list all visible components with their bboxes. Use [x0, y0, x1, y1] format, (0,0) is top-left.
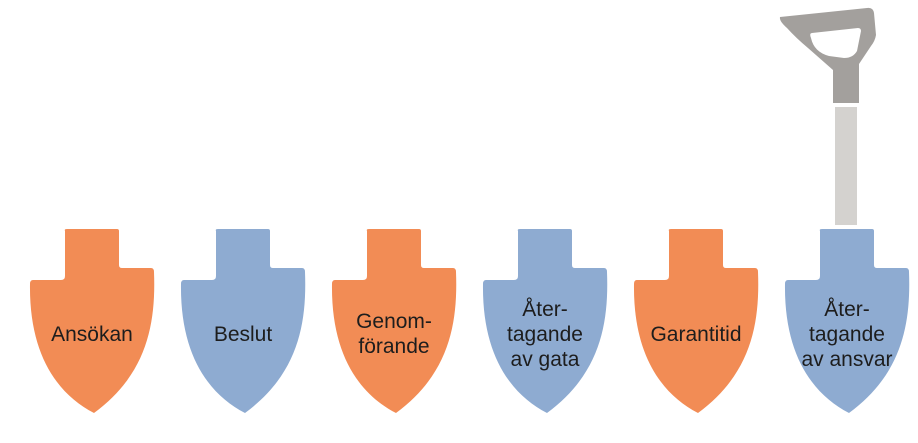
step-label: Genom-förande	[319, 309, 469, 359]
step-label-line: Ansökan	[51, 322, 133, 346]
step-label-line: Garantitid	[650, 322, 742, 346]
step-label: Ansökan	[17, 322, 167, 347]
step-label-line: tagande	[809, 322, 885, 346]
step-label-line: tagande	[507, 322, 583, 346]
step-label-line: förande	[358, 335, 430, 358]
step-label-line: Genom-	[356, 310, 432, 333]
shovel-handle-icon	[779, 7, 876, 225]
shovel-blade-icon	[331, 229, 457, 413]
step-label-line: av gata	[510, 347, 580, 371]
shovel-blade-icon	[180, 229, 306, 413]
shovel-blade-icon	[784, 229, 910, 413]
shovel-blade-icon	[29, 229, 155, 413]
step-label-line: av ansvar	[801, 347, 893, 371]
step-label: Garantitid	[621, 322, 771, 347]
step-label-line: Åter-	[522, 297, 568, 321]
shovel-shaft	[835, 107, 857, 225]
step-label: Beslut	[168, 322, 318, 347]
step-label-line: Åter-	[824, 297, 870, 321]
step-label-line: Beslut	[213, 322, 273, 346]
shovel-blade-icon	[482, 229, 608, 413]
shovel-blade-icon	[633, 229, 759, 413]
shovel-grip	[779, 7, 876, 104]
